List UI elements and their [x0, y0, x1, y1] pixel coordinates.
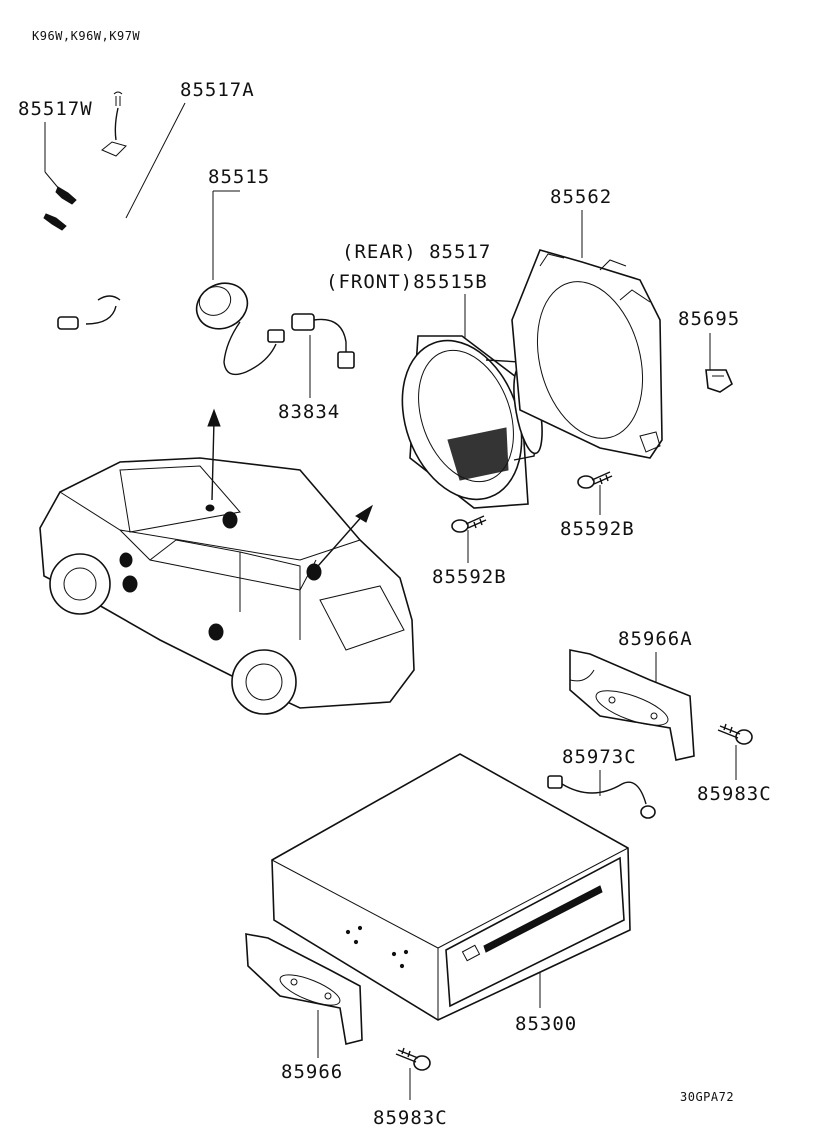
label-85300: 85300: [515, 1013, 577, 1035]
label-85983C-bottom: 85983C: [373, 1107, 448, 1129]
harness-83834: [291, 313, 355, 369]
model-codes: K96W,K96W,K97W: [32, 29, 140, 43]
label-83834: 83834: [278, 401, 340, 423]
label-85966A: 85966A: [618, 628, 693, 650]
leader-lines: [44, 102, 737, 1100]
screw-85592B-right: [577, 471, 613, 489]
label-85695: 85695: [678, 308, 740, 330]
label-85515B-front: (FRONT)85515B: [326, 271, 488, 293]
head-unit-85300: [271, 753, 631, 1021]
screw-85983C-bottom: [395, 1047, 431, 1071]
label-85592B-right: 85592B: [560, 518, 635, 540]
label-85515: 85515: [208, 166, 270, 188]
screw-85517W: [43, 186, 77, 231]
label-85973C: 85973C: [562, 746, 637, 768]
screw-85592B-left: [451, 515, 487, 533]
bracket-85966A: [569, 649, 695, 761]
screw-85983C-right: [717, 723, 753, 745]
label-85592B-left: 85592B: [432, 566, 507, 588]
connector-85517A: [57, 91, 127, 330]
diagram-code: 30GPA72: [680, 1090, 734, 1104]
speaker-85517: [401, 335, 543, 509]
clip-85695: [705, 369, 733, 393]
wire-85973C: [547, 775, 656, 819]
label-85517A: 85517A: [180, 79, 255, 101]
label-85983C-right: 85983C: [697, 783, 772, 805]
label-85517-rear: (REAR) 85517: [342, 241, 491, 263]
label-85562: 85562: [550, 186, 612, 208]
vehicle-illustration: [39, 408, 415, 715]
label-85517W: 85517W: [18, 98, 93, 120]
bracket-85966: [245, 933, 363, 1045]
label-85966: 85966: [281, 1061, 343, 1083]
tweeter-85515: [195, 282, 285, 376]
speaker-grille: [447, 427, 509, 481]
bracket-85562: [511, 249, 663, 459]
